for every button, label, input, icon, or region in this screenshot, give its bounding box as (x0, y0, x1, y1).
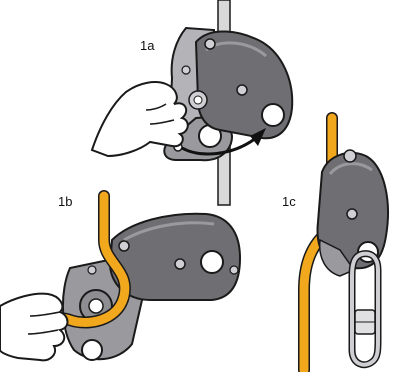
hand-icon-1b (0, 294, 68, 361)
carabiner-inner (352, 254, 378, 365)
panel-1c: 1c (282, 118, 388, 370)
panel-1a: 1a (92, 0, 292, 205)
hole-bottom-1b (82, 340, 102, 360)
cam-center-1b (89, 299, 103, 313)
label-1c: 1c (282, 194, 296, 209)
panel-1b: 1b (0, 194, 240, 360)
rivet-1c (347, 209, 357, 219)
small-screw-1a (182, 66, 190, 74)
rivet-1b-b (175, 259, 185, 269)
label-1a: 1a (140, 38, 155, 53)
screw-1b (230, 266, 238, 274)
screw-1c (344, 150, 356, 162)
hole-large-1b (201, 251, 223, 273)
cam-center-1a (194, 96, 202, 104)
label-1b: 1b (58, 194, 72, 209)
hand-icon (92, 82, 188, 156)
rivet-1a (237, 85, 247, 95)
hole-large-1a (262, 104, 284, 126)
screw-1a (205, 39, 215, 49)
rivet-1b-a (119, 241, 129, 251)
carabiner-icon (352, 254, 378, 365)
small-screw-1b (88, 266, 96, 274)
